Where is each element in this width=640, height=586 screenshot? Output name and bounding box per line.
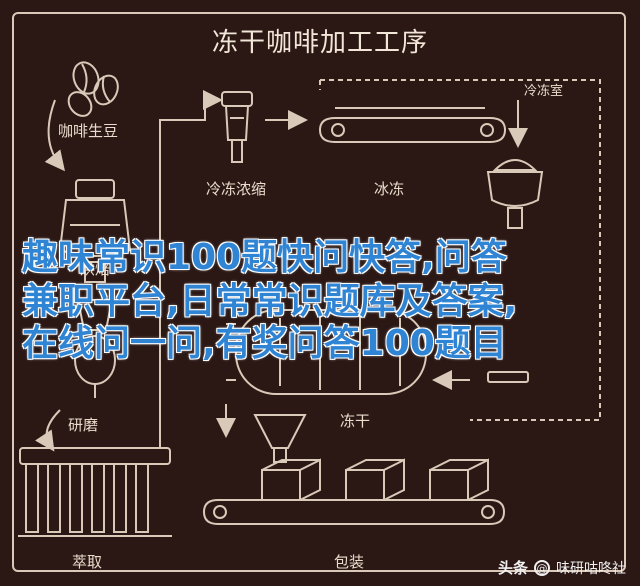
label-freeze-concentrate: 冷冻浓缩 xyxy=(206,180,267,198)
freeze-concentrator-icon xyxy=(221,91,253,163)
overlay-line-1: 趣味常识100题快问快答,问答 xyxy=(22,237,507,278)
label-package: 包装 xyxy=(334,553,365,571)
funnel-icon xyxy=(253,414,307,463)
arrow-beans-to-roast xyxy=(44,99,65,172)
overlay-line-3: 在线问一问,有奖问答100题目 xyxy=(22,323,507,364)
label-freeze-dry: 冻干 xyxy=(340,412,371,430)
diagram-title: 冻干咖啡加工工序 xyxy=(211,28,428,58)
arrow-grind-to-extract xyxy=(35,409,61,452)
label-grind: 研磨 xyxy=(68,416,99,434)
arrow-extract-to-concentrate xyxy=(159,90,223,448)
roaster-icon xyxy=(58,179,132,283)
label-cold-room: 冷冻室 xyxy=(524,84,564,99)
freeze-conveyor-icon xyxy=(318,107,507,143)
grinder-icon xyxy=(74,299,116,398)
coffee-beans-icon xyxy=(67,61,119,117)
label-extract: 萃取 xyxy=(72,553,103,571)
granulator-icon xyxy=(486,159,544,229)
tray-icon xyxy=(487,371,529,383)
extraction-columns-icon xyxy=(18,447,172,537)
packaging-conveyor-icon xyxy=(202,458,506,525)
label-freeze: 冰冻 xyxy=(374,180,405,198)
watermark-account: 味研咕咚社 xyxy=(556,560,626,577)
overlay-line-2: 兼职平台,日常常识题库及答案, xyxy=(22,281,518,322)
freeze-dry-drum-icon xyxy=(226,309,427,395)
cold-room-boundary xyxy=(319,79,601,421)
watermark: 头条 @ 味研咕咚社 xyxy=(498,557,626,578)
label-coffee-beans: 咖啡生豆 xyxy=(58,122,119,140)
at-icon: @ xyxy=(534,559,550,576)
diagram-border xyxy=(12,12,626,572)
watermark-brand: 头条 xyxy=(497,559,528,577)
label-roast: 烘焙 xyxy=(80,260,111,278)
